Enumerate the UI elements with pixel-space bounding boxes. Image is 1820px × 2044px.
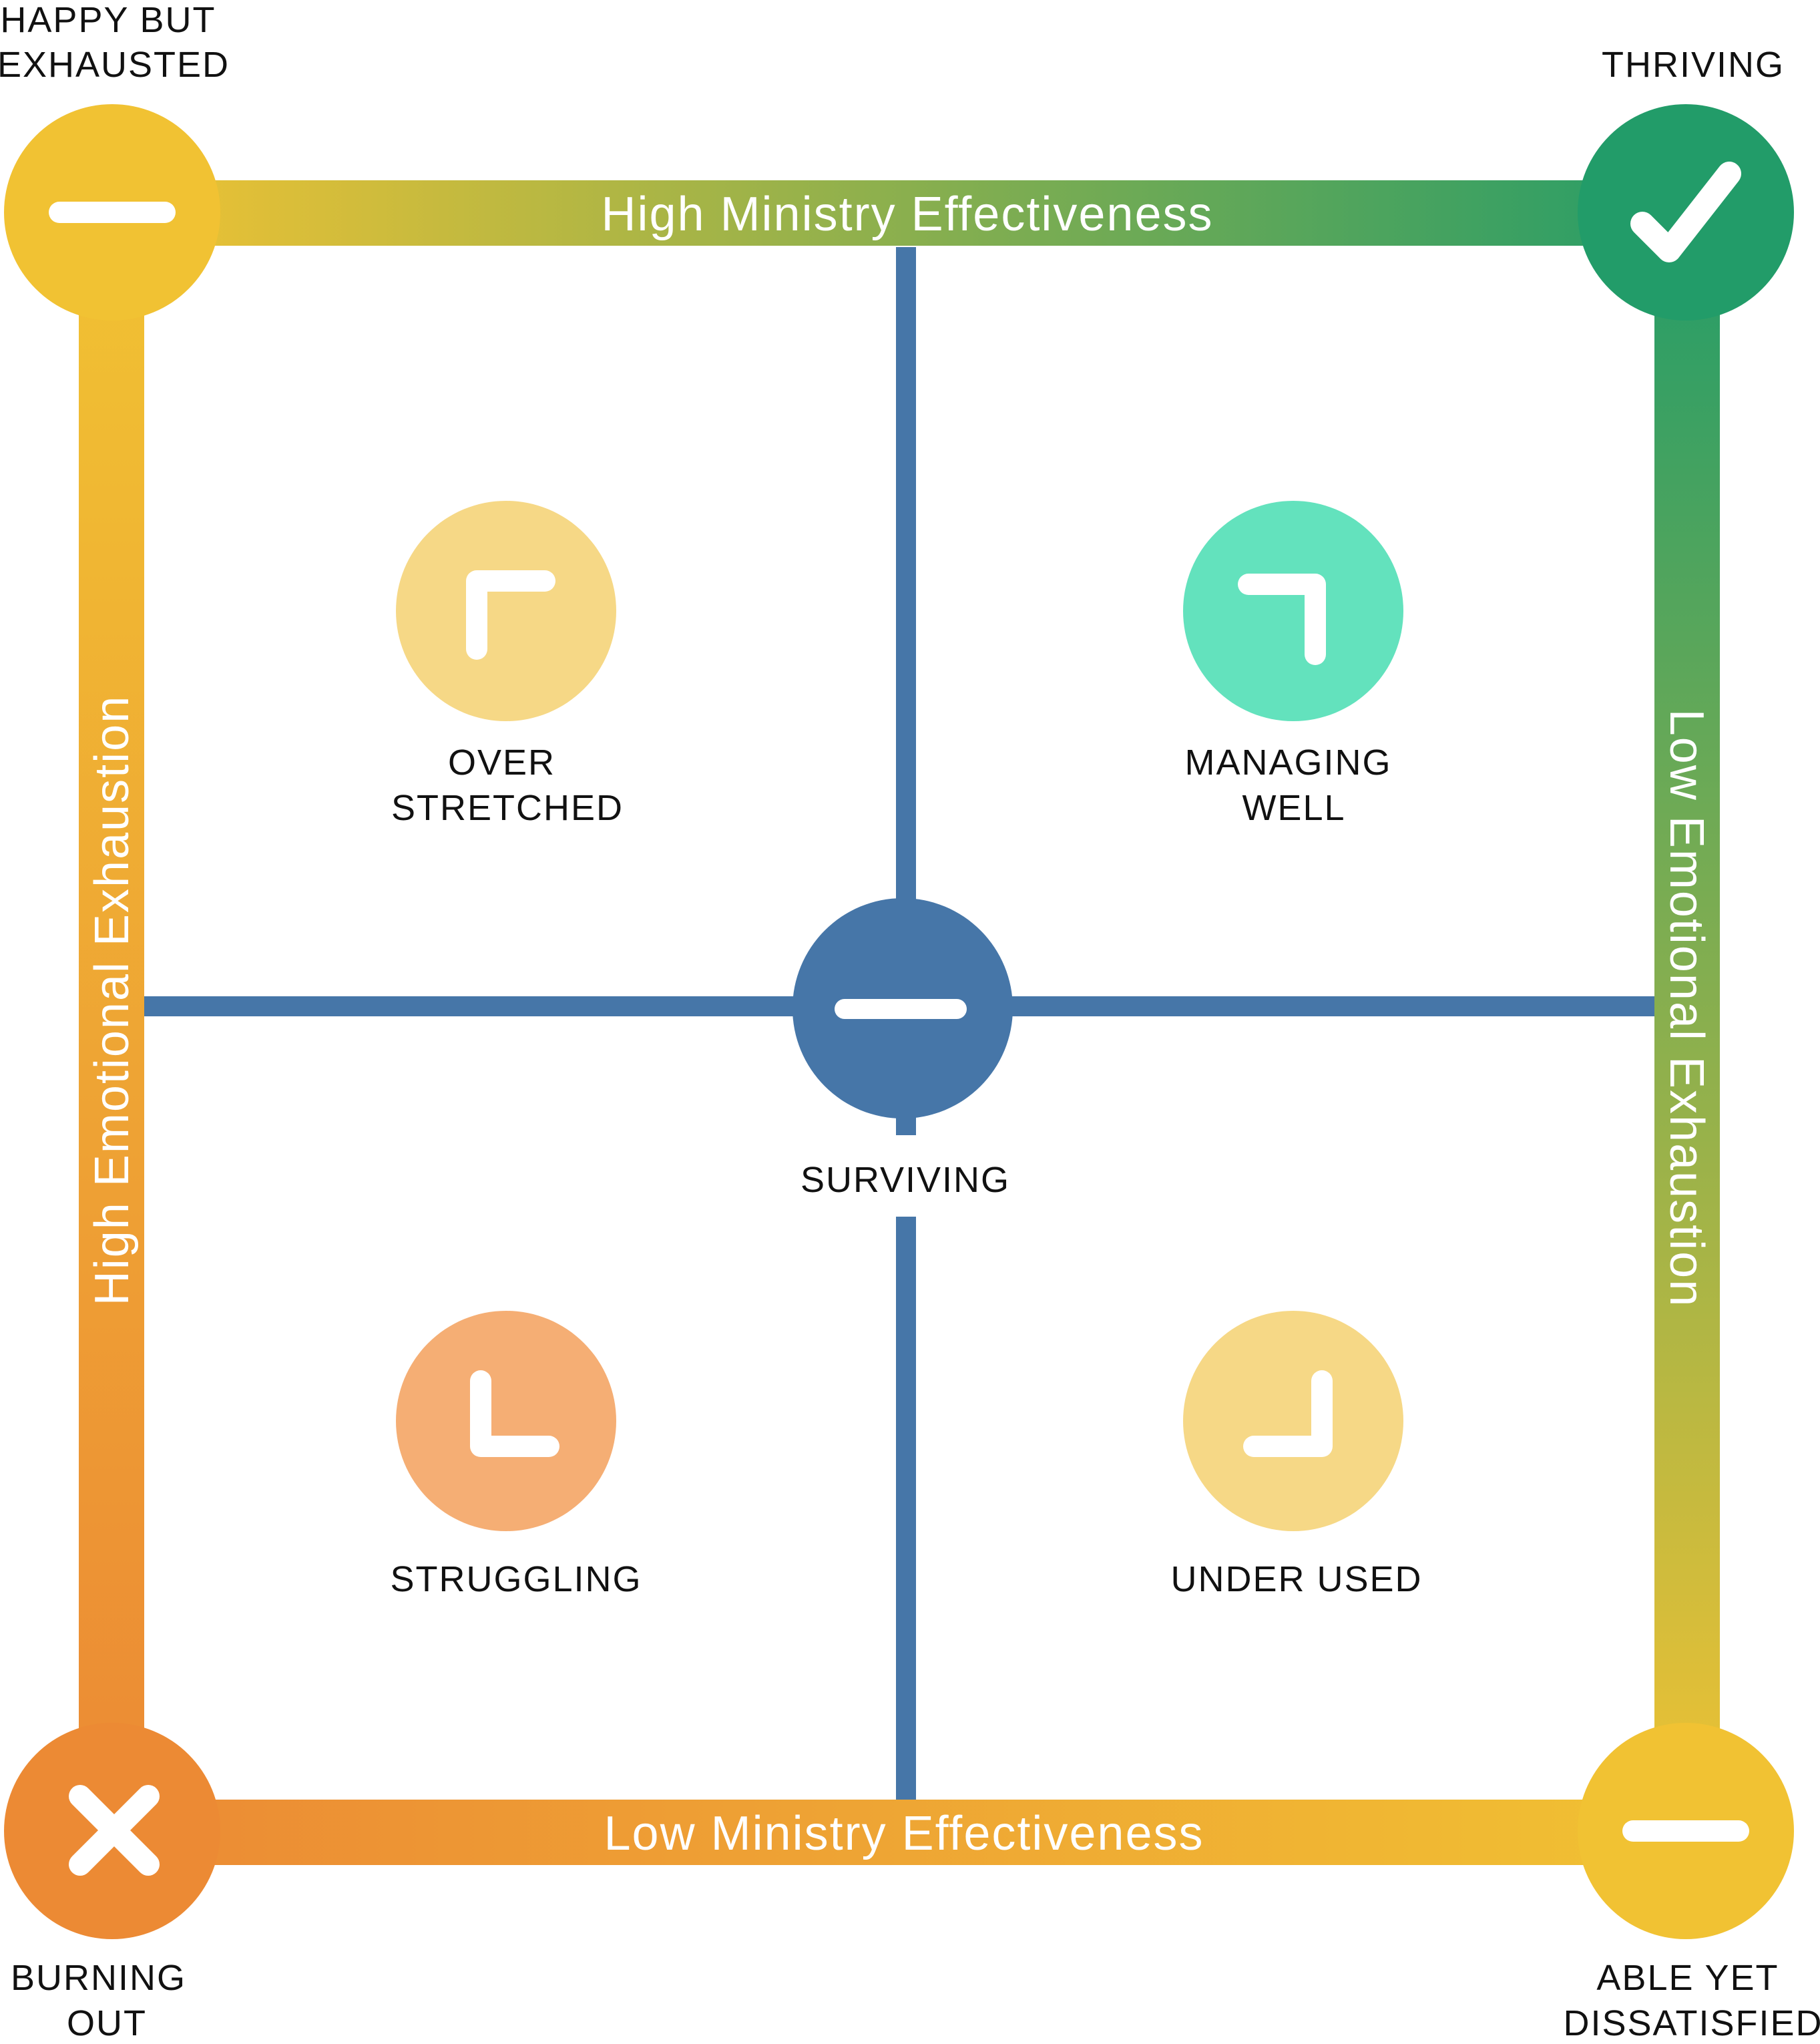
right-axis-label: Low Emotional Exhaustion [1660, 709, 1713, 1308]
corner-top-right-icon [1238, 574, 1326, 665]
quadrant-over-stretched [396, 501, 616, 721]
quadrant-label-under-used: UNDER USED [1170, 1559, 1422, 1599]
corner-bottom-left [4, 1723, 220, 1939]
cross-icon [69, 1785, 160, 1876]
corner-label-happy-but-exhausted: HAPPY BUT EXHAUSTED [0, 0, 230, 85]
top-axis-label: High Ministry Effectiveness [602, 188, 1214, 241]
corner-bottom-left-icon [470, 1370, 559, 1457]
vertical-divider-bottom [896, 1217, 916, 1803]
top-axis-bar [112, 180, 1708, 246]
quadrant-managing-well [1183, 501, 1403, 721]
minus-icon [49, 202, 176, 223]
corner-bottom-right-icon [1243, 1370, 1333, 1457]
corner-top-right [1578, 104, 1794, 321]
bottom-axis-label: Low Ministry Effectiveness [604, 1807, 1204, 1860]
center-surviving [792, 898, 1013, 1118]
center-label-surviving: SURVIVING [801, 1160, 1010, 1200]
quadrant-under-used [1183, 1311, 1403, 1531]
corner-top-left [4, 104, 220, 321]
quadrant-struggling [396, 1311, 616, 1531]
bottom-axis-bar [112, 1800, 1708, 1865]
quadrant-label-struggling: STRUGGLING [390, 1559, 642, 1599]
minus-icon [1622, 1820, 1749, 1842]
corner-bottom-right [1578, 1723, 1794, 1939]
frame [79, 180, 1720, 1865]
quadrant-label-over-stretched: OVER STRETCHED [391, 743, 624, 828]
corner-label-burning-out: BURNING OUT [11, 1958, 198, 2043]
check-icon [1630, 162, 1741, 262]
minus-icon [835, 999, 967, 1019]
left-axis-bar [79, 214, 144, 1833]
corner-label-thriving: THRIVING [1602, 45, 1785, 85]
quadrant-label-managing-well: MANAGING WELL [1184, 743, 1403, 828]
right-axis-bar [1654, 214, 1720, 1833]
left-axis-label: High Emotional Exhaustion [85, 695, 139, 1306]
corner-label-able-yet-dissatisfied: ABLE YET DISSATISFIED [1563, 1958, 1820, 2043]
corner-top-left-icon [466, 570, 555, 660]
